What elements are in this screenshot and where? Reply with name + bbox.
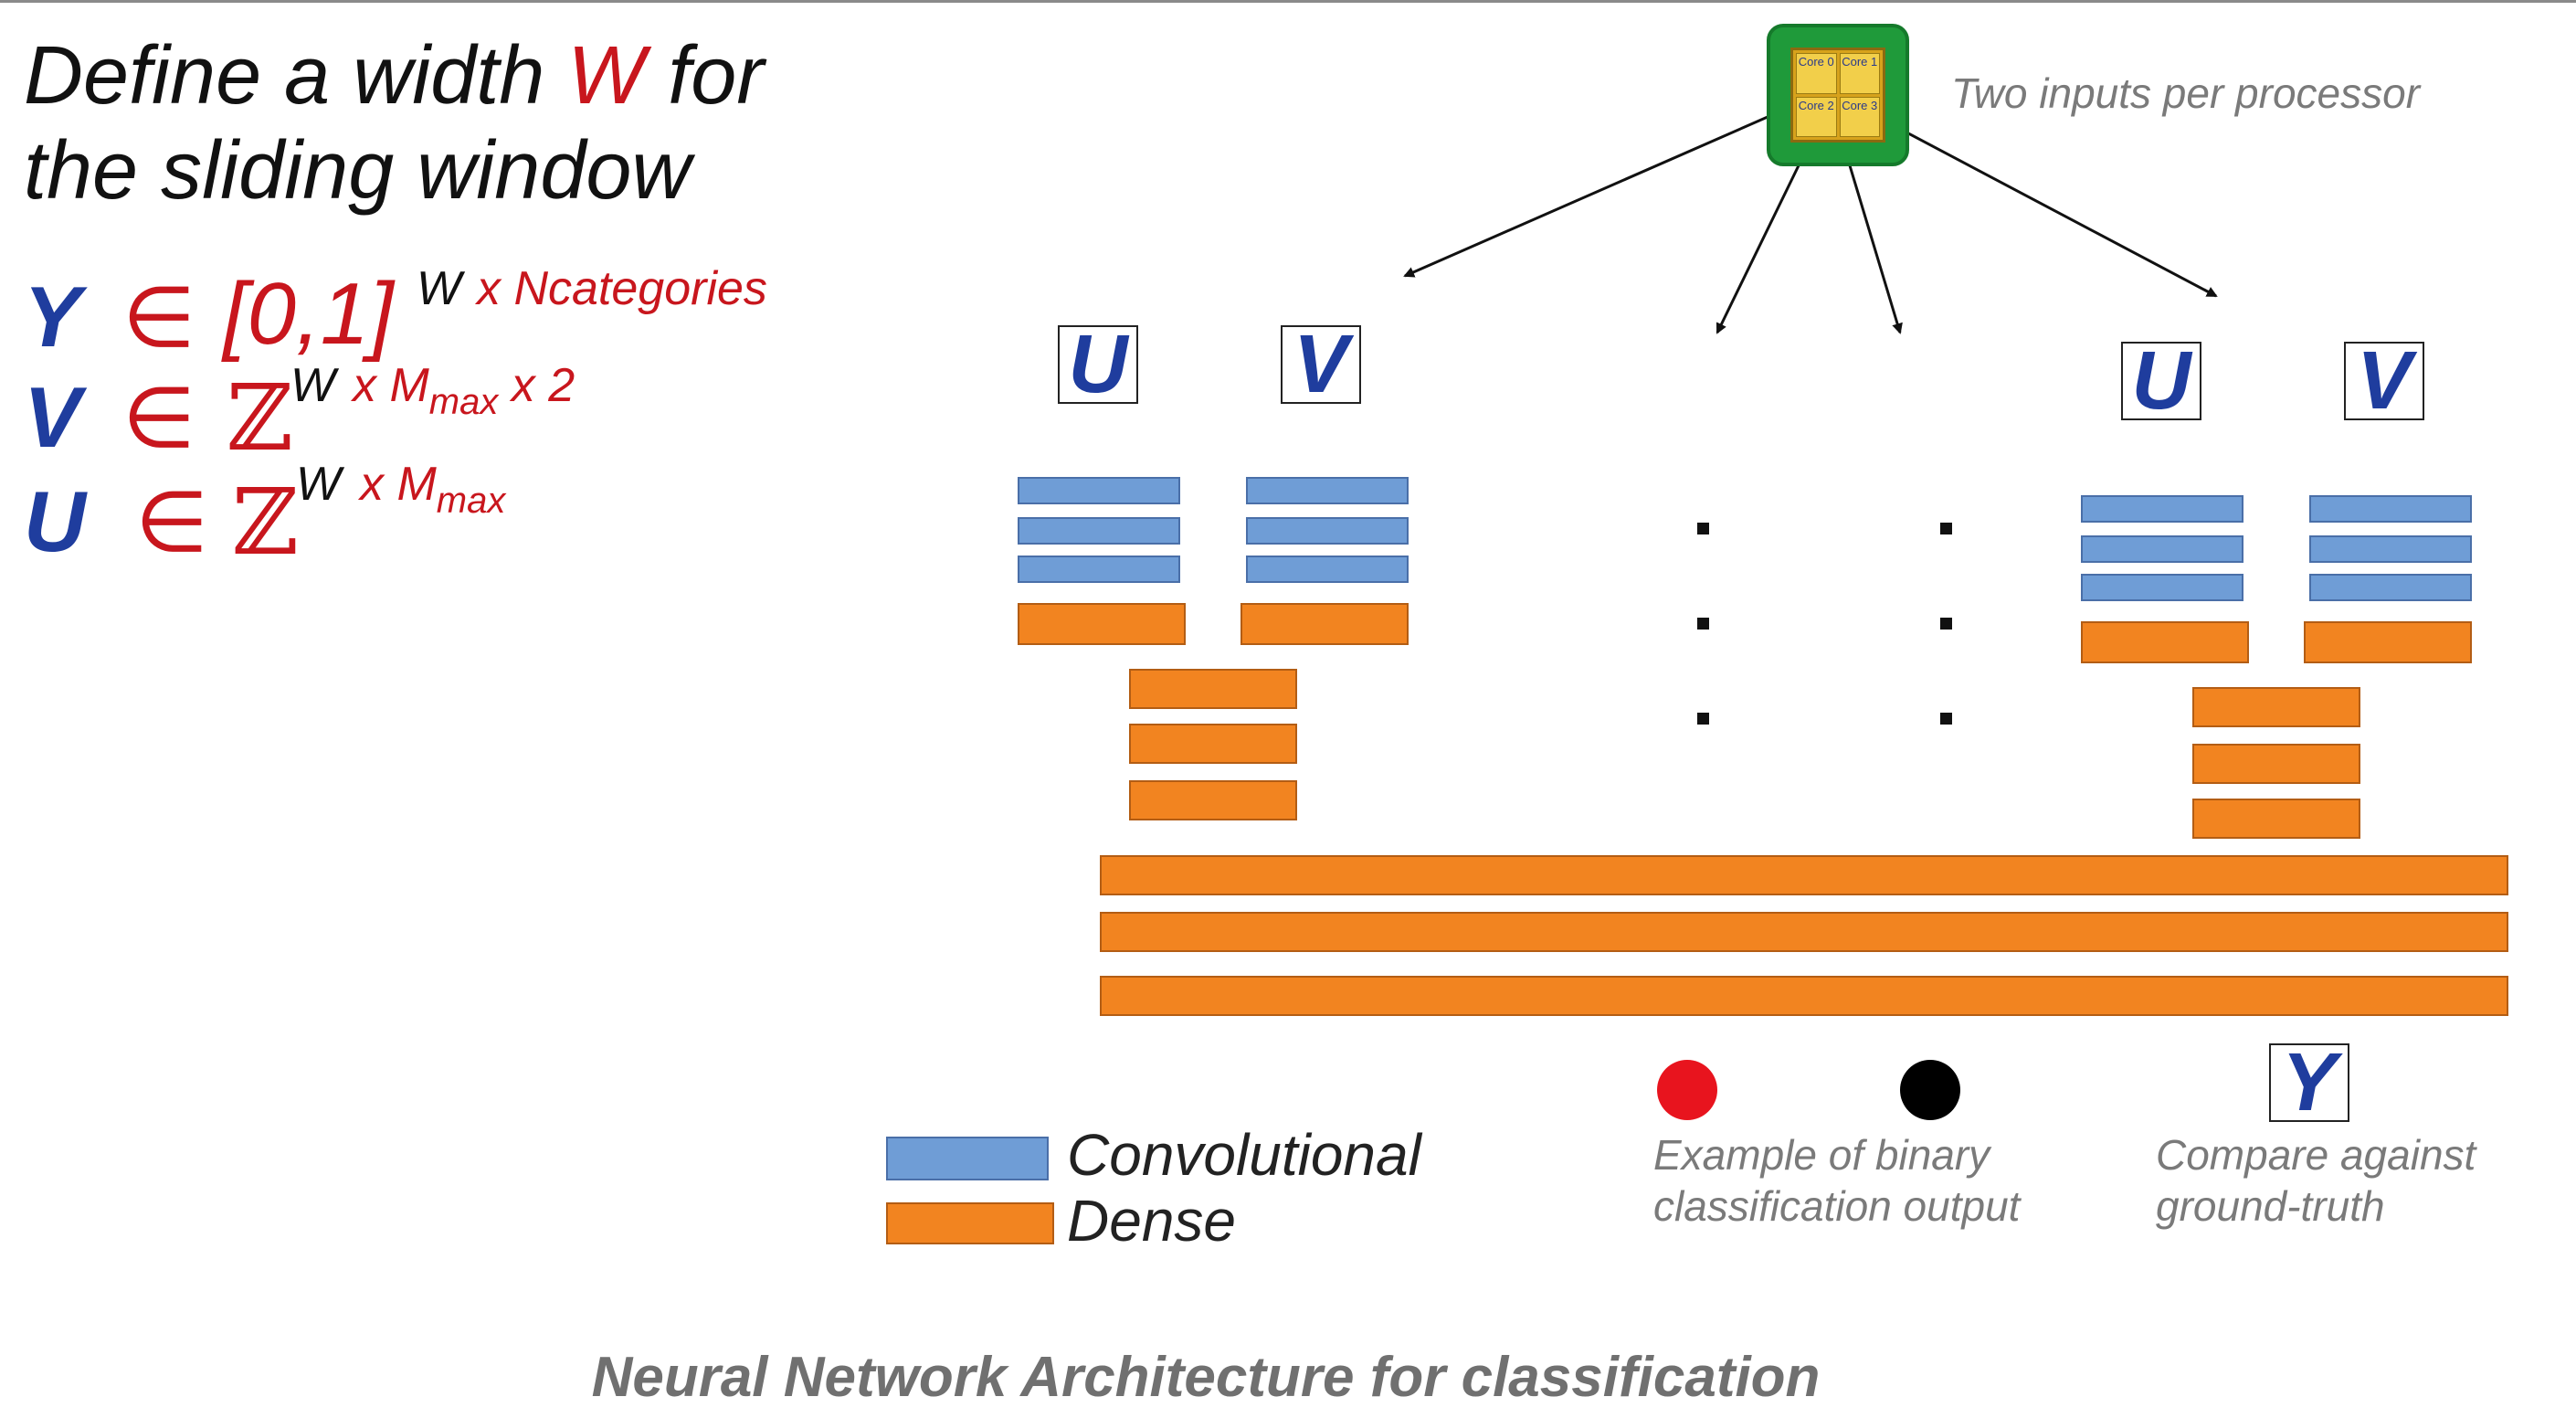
figure-caption: Neural Network Architecture for classifi… xyxy=(591,1346,1821,1409)
arrow-to-right-input xyxy=(1863,108,2218,298)
dense-layer xyxy=(2192,687,2360,727)
title-line-1: Define a width W for xyxy=(24,35,764,117)
conv-layer xyxy=(2309,574,2472,601)
compare-note: Compare against ground-truth xyxy=(2156,1131,2476,1231)
input-u-left: U xyxy=(1058,323,1138,406)
legend-conv-label: Convolutional xyxy=(1067,1122,1421,1188)
conv-layer xyxy=(2081,495,2243,523)
input-v-right: V xyxy=(2344,340,2424,422)
title-text-post: for xyxy=(645,30,765,122)
ellipsis-dot xyxy=(1697,618,1709,630)
ellipsis-dot xyxy=(1940,523,1952,534)
processor-note: Two inputs per processor xyxy=(1951,69,2421,117)
conv-layer xyxy=(2081,535,2243,563)
element-of-symbol: ∈ xyxy=(122,372,196,465)
sup-w: W xyxy=(290,359,336,412)
example-output-note: Example of binary classification output xyxy=(1653,1131,2021,1231)
conv-layer xyxy=(1018,517,1180,545)
conv-layer xyxy=(1018,556,1180,583)
legend-conv-swatch xyxy=(886,1137,1049,1180)
arrow-to-left-input xyxy=(1403,86,1835,278)
dense-layer xyxy=(1240,603,1409,645)
processor-die: Core 0 Core 1 Core 2 Core 3 xyxy=(1790,48,1885,143)
conv-layer xyxy=(1246,517,1409,545)
sup-w: W xyxy=(417,262,462,315)
merged-dense-layer xyxy=(1100,976,2508,1016)
ground-truth-y: Y xyxy=(2269,1042,2349,1124)
output-black-circle xyxy=(1900,1060,1960,1120)
conv-layer xyxy=(1246,477,1409,504)
var-y: Y xyxy=(24,269,81,365)
legend-dense-swatch xyxy=(886,1202,1054,1244)
output-red-circle xyxy=(1657,1060,1717,1120)
dense-layer xyxy=(2081,621,2249,663)
top-rule xyxy=(0,0,2576,3)
element-of-symbol: ∈ xyxy=(122,271,196,365)
sup-mmax: x Mmax xyxy=(360,458,506,521)
sup-mmax: x Mmax x 2 xyxy=(353,359,575,422)
title-w: W xyxy=(567,30,646,122)
ellipsis-dot xyxy=(1697,713,1709,725)
ellipsis-dot xyxy=(1940,618,1952,630)
input-v-left: V xyxy=(1281,323,1361,406)
conv-layer xyxy=(1018,477,1180,504)
core-2: Core 2 xyxy=(1796,96,1837,137)
dense-layer xyxy=(1129,780,1297,820)
sup-ncategories: x Ncategories xyxy=(477,262,767,315)
merged-dense-layer xyxy=(1100,855,2508,895)
dense-layer xyxy=(2192,744,2360,784)
dense-layer xyxy=(2304,621,2472,663)
core-3: Core 3 xyxy=(1839,96,1880,137)
legend-dense-label: Dense xyxy=(1067,1188,1236,1254)
dense-layer xyxy=(1018,603,1186,645)
title-text: Define a width xyxy=(24,30,568,122)
ellipsis-dot xyxy=(1940,713,1952,725)
core-0: Core 0 xyxy=(1796,53,1837,94)
conv-layer xyxy=(2081,574,2243,601)
set-integers: ℤ xyxy=(227,365,293,471)
processor-chip-icon: Core 0 Core 1 Core 2 Core 3 xyxy=(1767,24,1909,166)
dense-layer xyxy=(1129,724,1297,764)
var-v: V xyxy=(24,369,81,465)
set-unit-interval: [0,1] xyxy=(223,265,394,363)
ellipsis-dot xyxy=(1697,523,1709,534)
set-integers: ℤ xyxy=(232,469,299,576)
input-u-right: U xyxy=(2121,340,2201,422)
dense-layer xyxy=(2192,799,2360,839)
conv-layer xyxy=(2309,535,2472,563)
var-u: U xyxy=(24,473,86,569)
title-line-2: the sliding window xyxy=(24,125,692,217)
conv-layer xyxy=(2309,495,2472,523)
conv-layer xyxy=(1246,556,1409,583)
sup-w: W xyxy=(296,458,342,511)
dense-layer xyxy=(1129,669,1297,709)
element-of-symbol: ∈ xyxy=(135,476,209,569)
merged-dense-layer xyxy=(1100,912,2508,952)
core-1: Core 1 xyxy=(1839,53,1880,94)
